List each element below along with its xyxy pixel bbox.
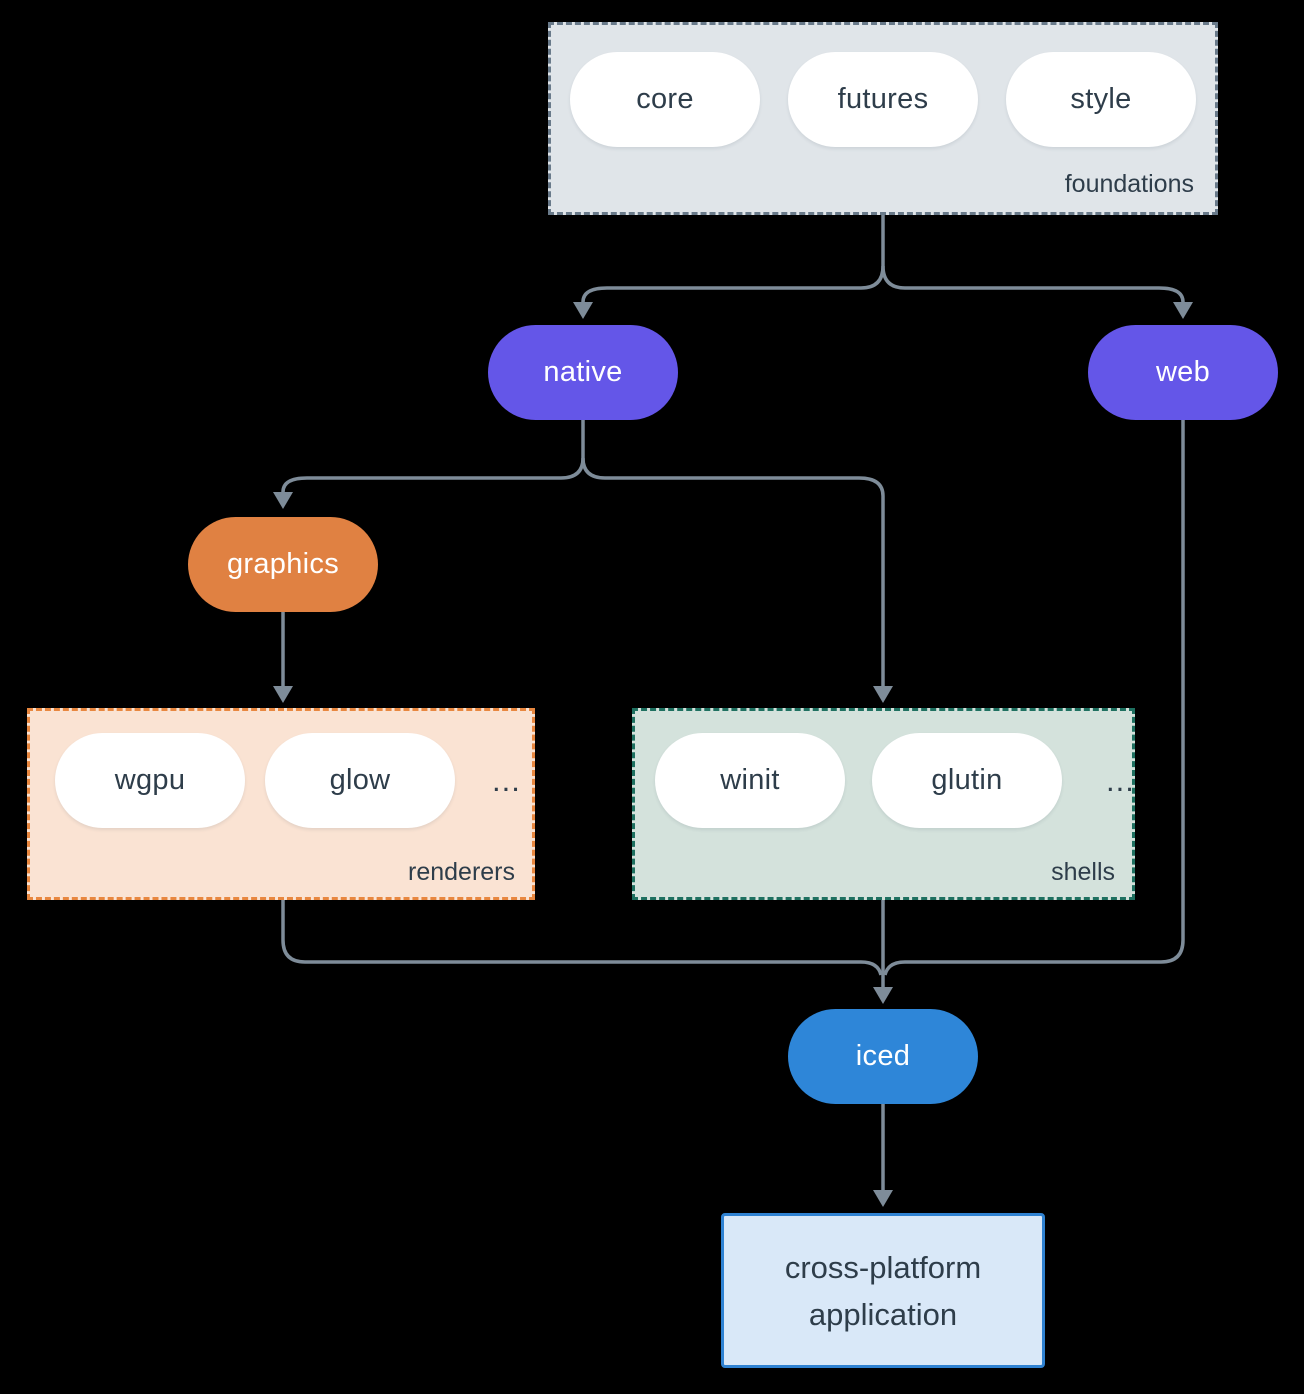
- edge-foundations-web: [881, 265, 1185, 303]
- node-futures: futures: [788, 52, 978, 147]
- node-style: style: [1006, 52, 1196, 147]
- node-glow: glow: [265, 733, 455, 828]
- node-iced: iced: [788, 1009, 978, 1104]
- arrowhead-web: [1173, 302, 1193, 319]
- node-web: web: [1088, 325, 1278, 420]
- arrowhead-graphics: [273, 492, 293, 509]
- edge-native-shells: [581, 457, 885, 686]
- shells-pill-row: winit glutin ...: [635, 733, 1135, 828]
- renderers-ellipsis: ...: [492, 762, 521, 798]
- shells-ellipsis: ...: [1106, 762, 1135, 798]
- group-shells-label: shells: [1051, 858, 1115, 886]
- arrowhead-renderers: [273, 686, 293, 703]
- node-native: native: [488, 325, 678, 420]
- node-application: cross-platform application: [721, 1213, 1045, 1368]
- node-core: core: [570, 52, 760, 147]
- edge-web-iced: [883, 420, 1185, 976]
- node-winit: winit: [655, 733, 845, 828]
- node-glutin: glutin: [872, 733, 1062, 828]
- arrowhead-shells: [873, 686, 893, 703]
- group-renderers: wgpu glow ... renderers: [27, 708, 535, 900]
- arrowhead-native: [573, 302, 593, 319]
- renderers-pill-row: wgpu glow ...: [30, 733, 532, 828]
- group-foundations: core futures style foundations: [548, 22, 1218, 215]
- arrowhead-iced: [873, 987, 893, 1004]
- group-renderers-label: renderers: [408, 858, 515, 886]
- group-shells: winit glutin ... shells: [632, 708, 1135, 900]
- foundations-pill-row: core futures style: [551, 52, 1215, 147]
- edge-native-graphics: [281, 420, 585, 493]
- edge-foundations-native: [581, 215, 885, 303]
- node-graphics: graphics: [188, 517, 378, 612]
- group-foundations-label: foundations: [1064, 170, 1194, 198]
- node-wgpu: wgpu: [55, 733, 245, 828]
- edge-renderers-iced: [281, 900, 883, 976]
- node-application-label: cross-platform application: [784, 1249, 982, 1332]
- arrowhead-application: [873, 1190, 893, 1207]
